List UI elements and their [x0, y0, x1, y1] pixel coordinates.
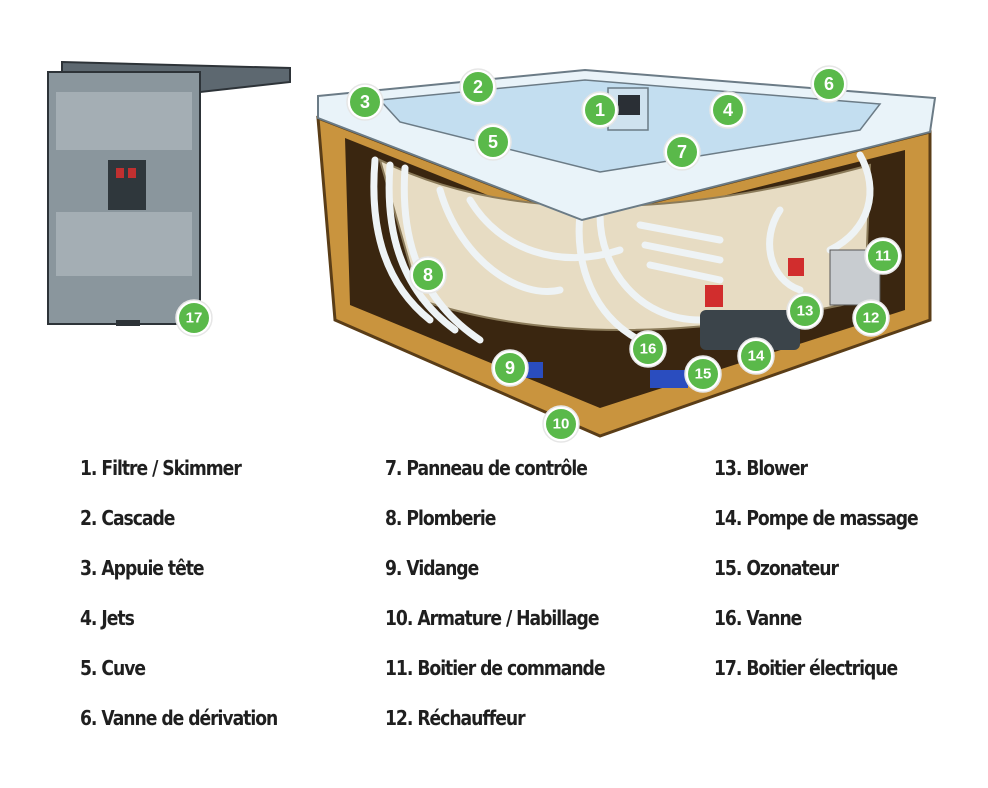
legend-item-14: 14. Pompe de massage	[714, 506, 919, 530]
legend-item-5: 5. Cuve	[80, 656, 146, 680]
badge-5: 5	[474, 123, 512, 161]
svg-text:5: 5	[488, 132, 498, 152]
legend-item-7: 7. Panneau de contrôle	[385, 456, 588, 480]
legend-column-2: 7. Panneau de contrôle 8. Plomberie 9. V…	[385, 452, 640, 752]
svg-text:6: 6	[824, 74, 834, 94]
svg-text:9: 9	[505, 358, 515, 378]
badge-2: 2	[459, 68, 497, 106]
svg-text:8: 8	[423, 265, 433, 285]
legend-item-12: 12. Réchauffeur	[385, 706, 526, 730]
legend-item-8: 8. Plomberie	[385, 506, 496, 530]
legend-column-1: 1. Filtre / Skimmer 2. Cascade 3. Appuie…	[80, 452, 309, 752]
badge-13: 13	[786, 292, 824, 330]
badge-3: 3	[346, 83, 384, 121]
legend-item-11: 11. Boitier de commande	[385, 656, 605, 680]
svg-text:2: 2	[473, 77, 483, 97]
badge-10: 10	[542, 405, 580, 443]
legend-column-3: 13. Blower 14. Pompe de massage 15. Ozon…	[714, 452, 951, 702]
legend: 1. Filtre / Skimmer 2. Cascade 3. Appuie…	[0, 452, 988, 752]
svg-text:15: 15	[695, 366, 712, 383]
svg-text:13: 13	[797, 303, 814, 320]
badge-14: 14	[737, 337, 775, 375]
legend-item-10: 10. Armature / Habillage	[385, 606, 600, 630]
legend-item-15: 15. Ozonateur	[714, 556, 839, 580]
legend-item-17: 17. Boitier électrique	[714, 656, 898, 680]
badge-17: 17	[175, 299, 213, 337]
badge-6: 6	[810, 65, 848, 103]
svg-text:14: 14	[748, 348, 765, 365]
svg-text:17: 17	[186, 310, 203, 327]
badge-11: 11	[864, 237, 902, 275]
svg-text:12: 12	[863, 310, 880, 327]
svg-text:16: 16	[640, 341, 657, 358]
svg-text:3: 3	[360, 92, 370, 112]
svg-text:11: 11	[875, 248, 891, 265]
spa-cabinet	[316, 68, 937, 438]
svg-text:1: 1	[595, 100, 605, 120]
electrical-box	[47, 60, 291, 326]
badge-15: 15	[684, 355, 722, 393]
svg-text:7: 7	[677, 142, 687, 162]
badge-7: 7	[663, 133, 701, 171]
spa-cutaway-illustration: 1 2 3 4 5 6 7 8 9 10 11 12	[47, 60, 937, 443]
legend-item-1: 1. Filtre / Skimmer	[80, 456, 242, 480]
legend-item-6: 6. Vanne de dérivation	[80, 706, 278, 730]
badge-9: 9	[491, 349, 529, 387]
badge-16: 16	[629, 330, 667, 368]
legend-item-4: 4. Jets	[80, 606, 135, 630]
legend-item-3: 3. Appuie tête	[80, 556, 205, 580]
legend-item-2: 2. Cascade	[80, 506, 175, 530]
svg-text:4: 4	[723, 100, 733, 120]
badge-12: 12	[852, 299, 890, 337]
legend-item-13: 13. Blower	[714, 456, 808, 480]
badge-1: 1	[581, 91, 619, 129]
svg-text:10: 10	[553, 416, 570, 433]
legend-item-9: 9. Vidange	[385, 556, 479, 580]
badge-4: 4	[709, 91, 747, 129]
legend-item-16: 16. Vanne	[714, 606, 802, 630]
badge-8: 8	[409, 256, 447, 294]
